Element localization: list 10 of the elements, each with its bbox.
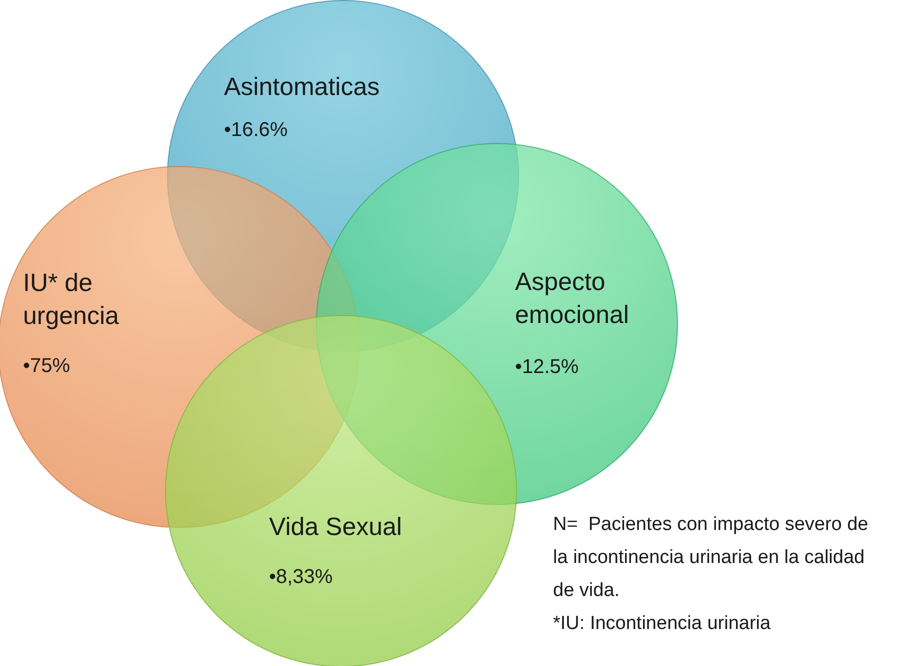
footnote: N= Pacientes con impacto severo de la incontinencia urinaria en la calidad de vida. <box>553 513 870 603</box>
percentage-value: •75% <box>23 354 70 379</box>
circle-title: Asintomaticas <box>224 72 381 103</box>
circle-title: Vida Sexual <box>269 512 403 543</box>
percentage-value: •16.6% <box>224 118 288 143</box>
footnote: *IU: Incontinencia urinaria <box>553 612 772 636</box>
circle-title: IU* de urgencia <box>23 268 120 332</box>
percentage-value: •12.5% <box>515 355 579 380</box>
circle-title: Aspecto emocional <box>515 267 630 331</box>
percentage-value: •8,33% <box>269 565 333 590</box>
